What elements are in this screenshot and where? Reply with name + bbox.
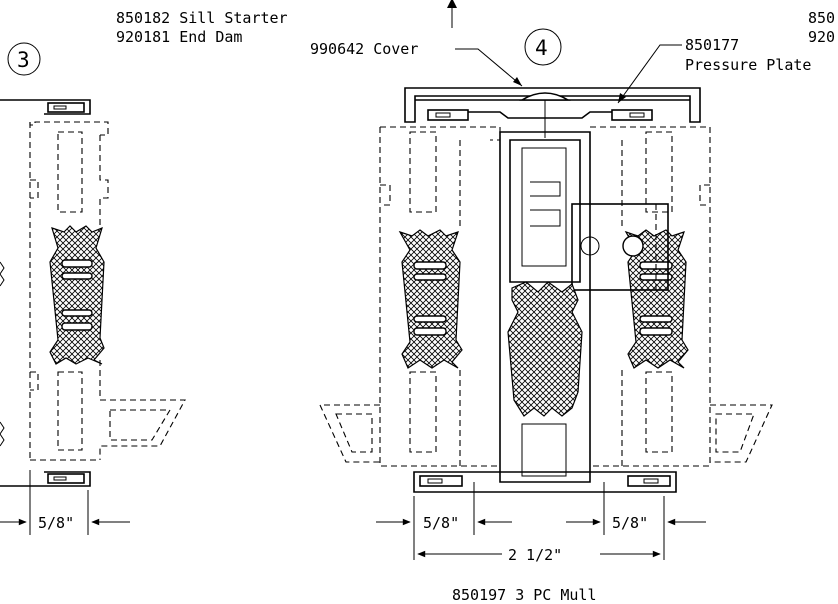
pressure-plate-part-label: 850177 bbox=[685, 36, 739, 54]
clipped-right-label-2: 920 bbox=[808, 28, 835, 46]
detail-callout-4: 4 bbox=[524, 28, 562, 66]
center-left-dimension: 5/8" bbox=[376, 482, 512, 560]
end-dam-label: 920181 End Dam bbox=[116, 28, 242, 46]
overall-width-dimension: 2 1/2" bbox=[417, 546, 661, 564]
detail-callout-3: 3 bbox=[7, 42, 41, 76]
center-right-dimension-text: 5/8" bbox=[612, 514, 648, 532]
cover-label: 990642 Cover bbox=[310, 40, 418, 58]
up-arrow-icon bbox=[447, 0, 457, 28]
detail-callout-4-number: 4 bbox=[535, 36, 548, 60]
cover-leader bbox=[455, 48, 523, 87]
center-left-dimension-text: 5/8" bbox=[423, 514, 459, 532]
clipped-right-label-1: 850 bbox=[808, 9, 835, 27]
center-right-dimension: 5/8" bbox=[566, 482, 706, 560]
pressure-plate-leader bbox=[617, 44, 682, 104]
mull-label: 850197 3 PC Mull bbox=[452, 586, 597, 604]
sill-starter-label: 850182 Sill Starter bbox=[116, 9, 288, 27]
left-dimension: 5/8" bbox=[0, 470, 130, 535]
overall-width-dimension-text: 2 1/2" bbox=[508, 546, 562, 564]
left-dimension-text: 5/8" bbox=[38, 514, 74, 532]
left-detail-sill bbox=[0, 99, 186, 487]
detail-callout-3-number: 3 bbox=[17, 48, 30, 72]
center-mull-assembly bbox=[319, 87, 773, 493]
pressure-plate-name-label: Pressure Plate bbox=[685, 56, 811, 74]
